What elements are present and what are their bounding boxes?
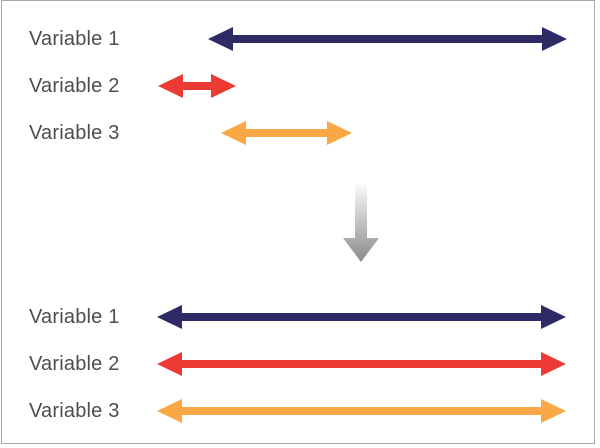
variable-3-range-arrow: [221, 121, 352, 145]
arrow-right-head-icon: [542, 27, 567, 51]
arrow-right-head-icon: [541, 305, 566, 329]
arrow-left-head-icon: [158, 74, 183, 98]
arrow-shaft: [181, 313, 542, 321]
arrow-right-head-icon: [541, 352, 566, 376]
down-arrow-icon: [343, 184, 379, 262]
arrow-right-head-icon: [211, 74, 236, 98]
variable-2-label: Variable 2: [29, 75, 120, 97]
arrow-left-head-icon: [208, 27, 233, 51]
arrow-right-head-icon: [541, 399, 566, 423]
arrow-shaft: [245, 129, 328, 137]
arrow-shaft: [182, 82, 212, 90]
variable-3-range-arrow: [157, 399, 566, 423]
arrow-shaft: [181, 407, 542, 415]
variable-1-label: Variable 1: [29, 306, 120, 328]
arrow-shaft: [232, 35, 543, 43]
variable-2-range-arrow: [157, 352, 566, 376]
variable-1-label: Variable 1: [29, 28, 120, 50]
variable-1-range-arrow: [208, 27, 567, 51]
arrow-left-head-icon: [221, 121, 246, 145]
variable-3-label: Variable 3: [29, 400, 120, 422]
variable-3-label: Variable 3: [29, 122, 120, 144]
arrow-shaft: [181, 360, 542, 368]
arrow-left-head-icon: [157, 305, 182, 329]
variable-2-label: Variable 2: [29, 353, 120, 375]
variable-1-range-arrow: [157, 305, 566, 329]
arrow-left-head-icon: [157, 399, 182, 423]
arrow-left-head-icon: [157, 352, 182, 376]
arrow-right-head-icon: [327, 121, 352, 145]
variable-2-range-arrow: [158, 74, 236, 98]
